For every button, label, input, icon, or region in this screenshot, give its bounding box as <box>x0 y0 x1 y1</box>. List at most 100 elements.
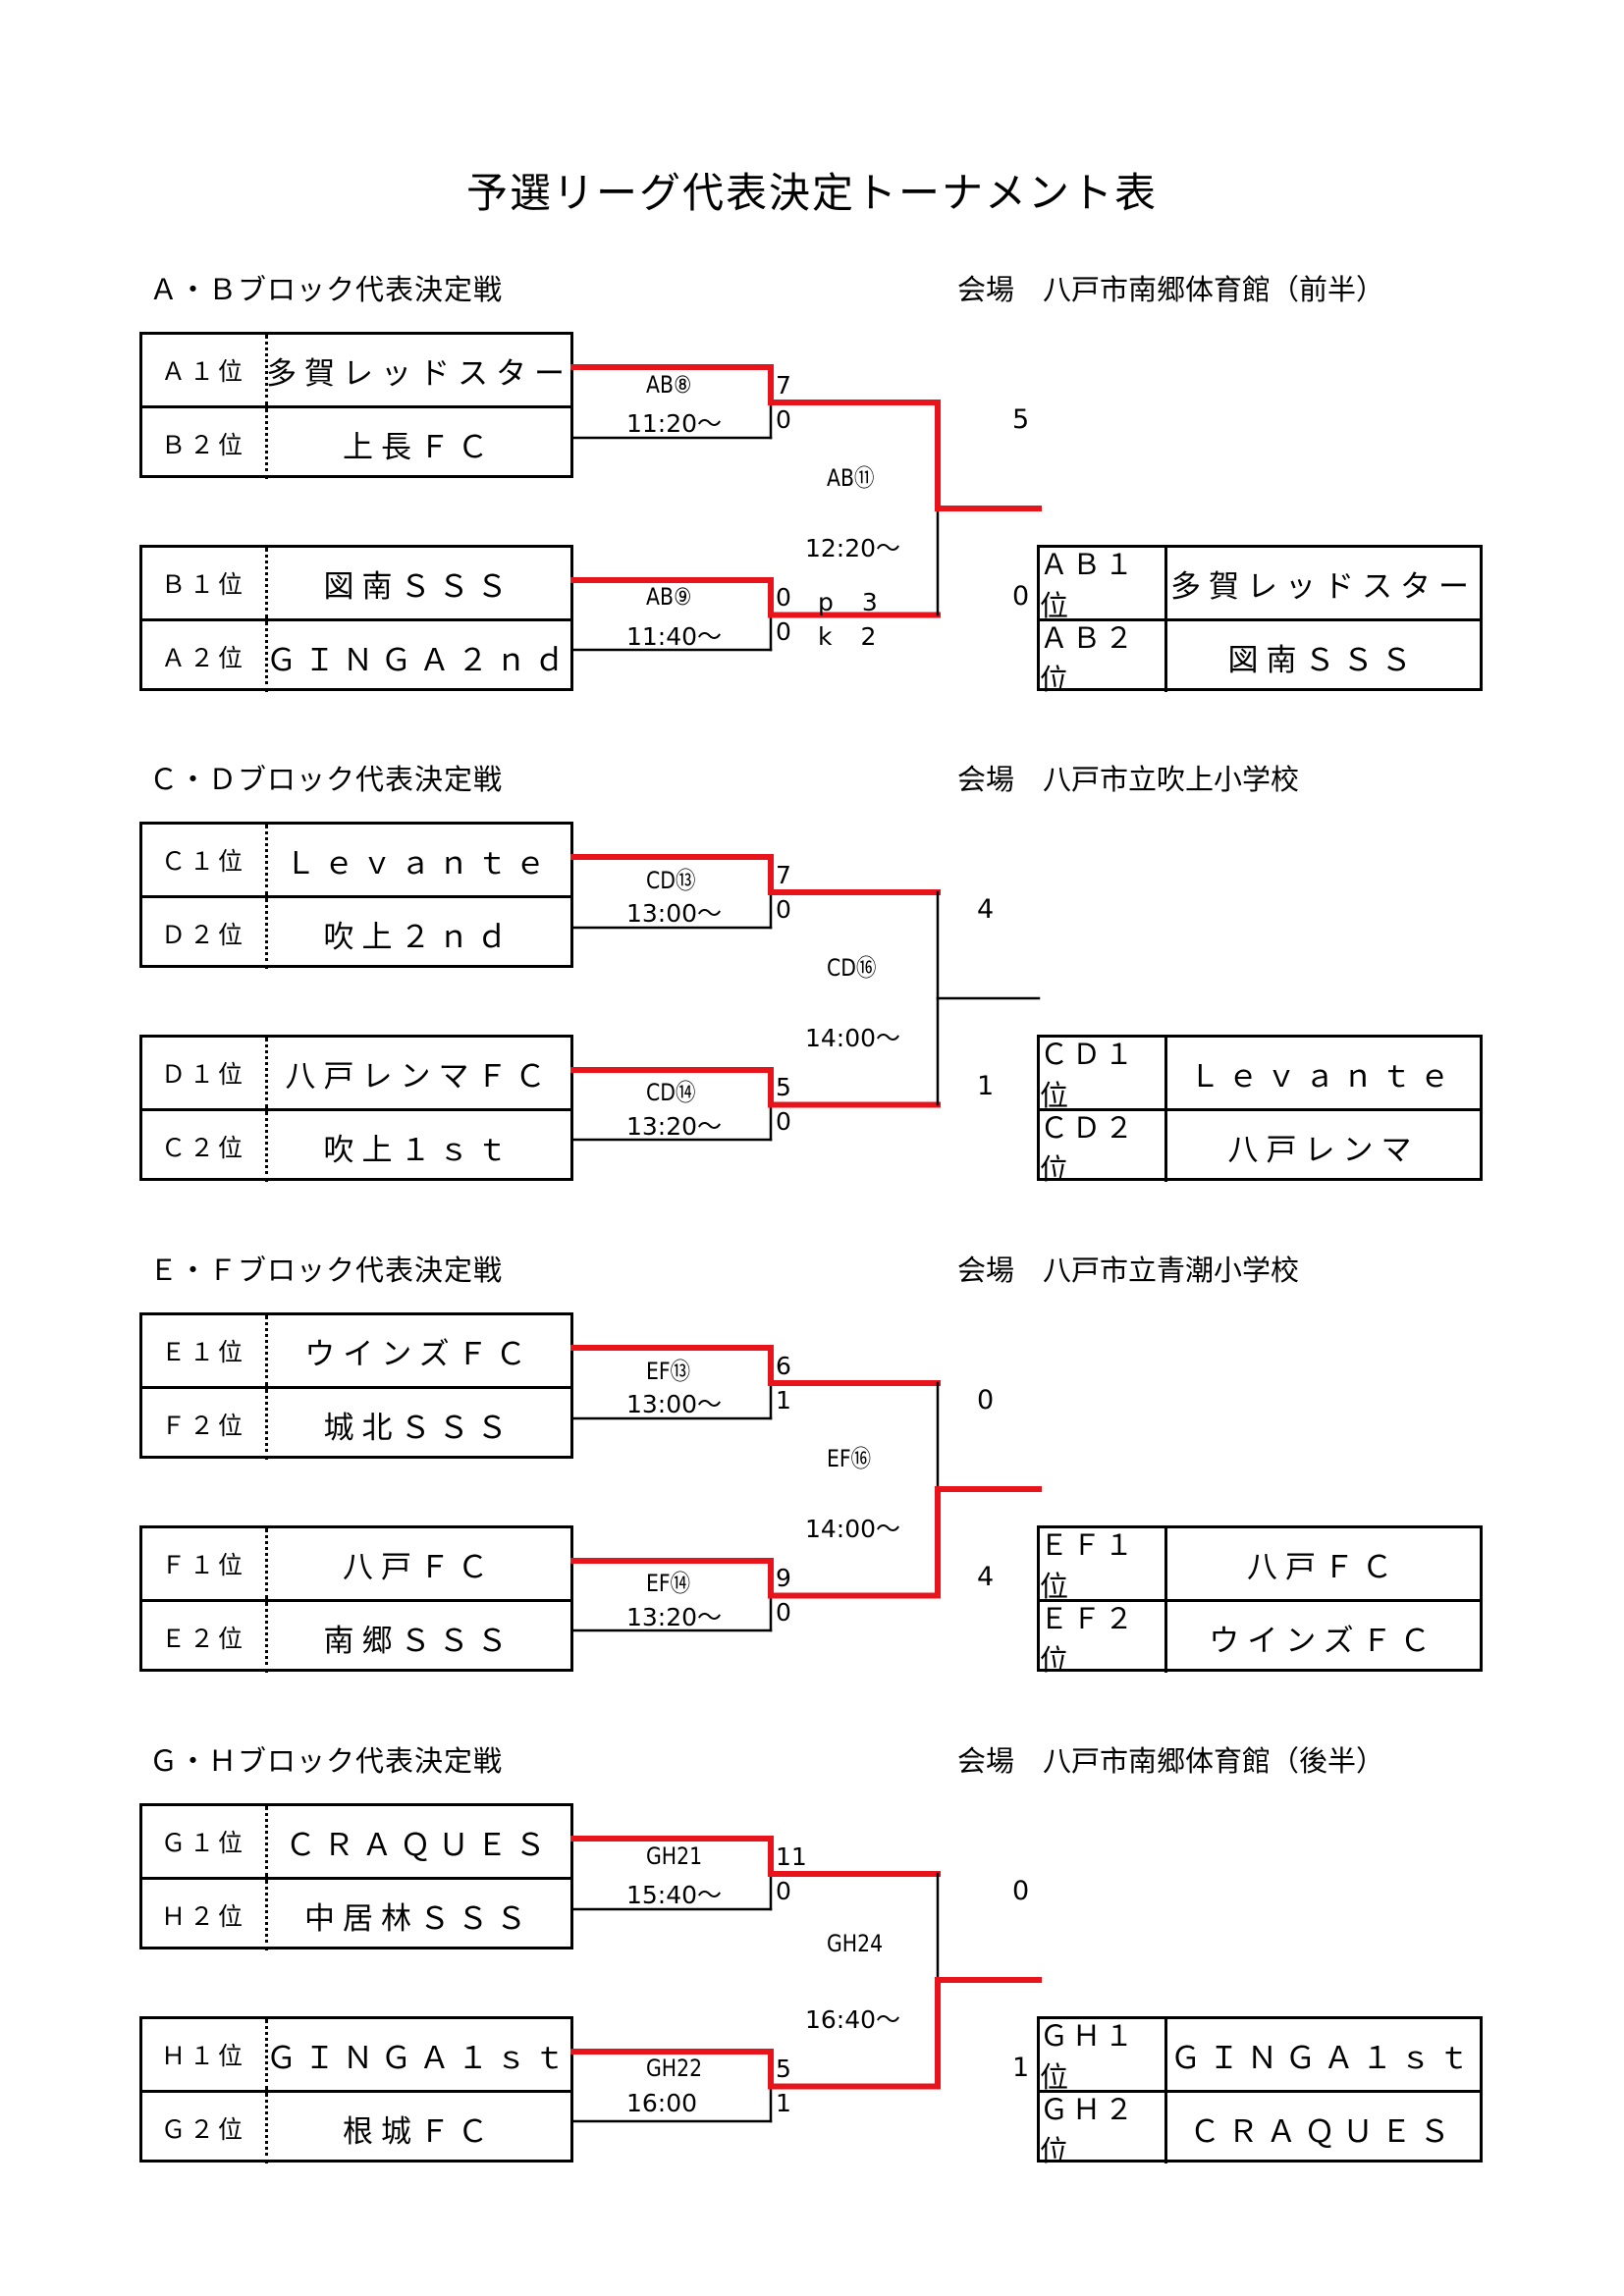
team-rank: Ｂ２位 <box>142 408 268 479</box>
team-row: Ａ１位多賀レッドスター <box>142 335 570 405</box>
score-top: 7 <box>776 371 791 400</box>
team-row: Ｆ２位 城北ＳＳＳ <box>142 1386 570 1460</box>
match-time: 16:00 <box>626 2089 698 2117</box>
venue-label: 会場 八戸市南郷体育館（前半） <box>957 273 1385 306</box>
team-row: Ｃ２位 吹上１ｓｔ <box>142 1108 570 1182</box>
pk-bottom: k 2 <box>818 622 879 651</box>
team-table: Ｆ１位 八戸ＦＣ Ｅ２位 南郷ＳＳＳ <box>139 1525 573 1673</box>
final-score-bottom: 1 <box>977 1071 995 1101</box>
match-time: 11:40～ <box>626 622 723 651</box>
team-row: Ｃ１位 Ｌｅｖａｎｔｅ <box>142 825 570 895</box>
winner-row: ＡＢ１位多賀レッドスター <box>1040 548 1480 622</box>
team-rank: Ｄ１位 <box>142 1038 268 1108</box>
winner-rank: ＥＦ１位 <box>1040 1528 1167 1603</box>
final-time: 16:40～ <box>805 2005 901 2034</box>
bracket-lines <box>570 854 1041 1142</box>
team-row: Ｂ２位 上長ＦＣ <box>142 405 570 479</box>
team-name: 中居林ＳＳＳ <box>304 1900 534 1937</box>
winner-name: 多賀レッドスター <box>1170 568 1477 605</box>
winner-name: ＧＩＮＧＡ１ｓｔ <box>1170 2040 1477 2076</box>
final-score-top: 4 <box>977 894 995 925</box>
winner-name: 八戸レンマ <box>1227 1132 1420 1168</box>
match-code: EF⑬ <box>646 1358 691 1385</box>
team-rank: Ｆ１位 <box>142 1528 268 1599</box>
score-bottom: 0 <box>776 617 791 646</box>
final-score-bottom: 1 <box>1012 2053 1030 2083</box>
team-name: 吹上１ｓｔ <box>323 1132 515 1168</box>
final-score-bottom: 4 <box>977 1562 995 1592</box>
team-row: Ｅ１位ウインズＦＣ <box>142 1315 570 1386</box>
winner-rank: ＥＦ２位 <box>1040 1602 1167 1677</box>
team-row: Ｇ２位根城ＦＣ <box>142 2090 570 2163</box>
score-bottom: 0 <box>776 1107 791 1136</box>
venue-label: 会場 八戸市南郷体育館（後半） <box>957 1744 1385 1778</box>
team-rank: Ｆ２位 <box>142 1389 268 1460</box>
final-score-bottom: 0 <box>1012 581 1030 612</box>
team-name: 南郷ＳＳＳ <box>323 1623 515 1659</box>
team-rank: Ａ２位 <box>142 621 268 692</box>
match-time: 15:40～ <box>626 1881 723 1909</box>
venue-label: 会場 八戸市立吹上小学校 <box>957 763 1300 796</box>
team-rank: Ｃ１位 <box>142 825 268 895</box>
team-rank: Ｅ２位 <box>142 1602 268 1673</box>
pk-top: p 3 <box>818 588 880 616</box>
winner-row: ＣＤ１位 Ｌｅｖａｎｔｅ <box>1040 1038 1480 1112</box>
score-bottom: 0 <box>776 1877 791 1905</box>
team-name: 根城ＦＣ <box>343 2113 496 2150</box>
team-name: ＣＲＡＱＵＥＳ <box>285 1827 554 1863</box>
team-rank: Ｂ１位 <box>142 548 268 618</box>
venue-label: 会場 八戸市立青潮小学校 <box>957 1254 1300 1287</box>
winner-rank: ＣＤ１位 <box>1040 1038 1167 1112</box>
winner-row: ＡＢ２位図南ＳＳＳ <box>1040 618 1480 696</box>
match-code: CD⑬ <box>646 867 696 894</box>
score-bottom: 0 <box>776 1598 791 1627</box>
winner-name: ＣＲＡＱＵＥＳ <box>1189 2113 1458 2150</box>
section-title: Ｅ・Ｆブロック代表決定戦 <box>149 1254 504 1287</box>
final-score-top: 0 <box>1012 1876 1030 1906</box>
team-row: Ｅ２位 南郷ＳＳＳ <box>142 1599 570 1673</box>
team-name: 八戸ＦＣ <box>343 1549 496 1585</box>
final-score-top: 5 <box>1012 404 1030 435</box>
team-name: 吹上２ｎｄ <box>323 919 515 955</box>
bracket-lines <box>570 1836 1042 2123</box>
final-code: GH24 <box>827 1930 884 1957</box>
winner-name: Ｌｅｖａｎｔｅ <box>1189 1058 1458 1095</box>
team-name: 上長ＦＣ <box>343 429 496 465</box>
score-bottom: 0 <box>776 895 791 924</box>
score-bottom: 1 <box>776 1386 791 1415</box>
match-time: 11:20～ <box>626 409 723 438</box>
match-time: 13:20～ <box>626 1603 723 1631</box>
match-code: EF⑭ <box>646 1570 691 1597</box>
team-rank: Ａ１位 <box>142 335 268 405</box>
team-name: 城北ＳＳＳ <box>323 1410 515 1446</box>
match-code: AB⑨ <box>646 583 692 611</box>
page-title: 予選リーグ代表決定トーナメント表 <box>465 169 1158 217</box>
score-top: 7 <box>776 861 791 889</box>
winner-rank: ＡＢ１位 <box>1040 548 1167 622</box>
winner-rank: ＡＢ２位 <box>1040 621 1167 696</box>
team-row: Ｄ１位八戸レンマＦＣ <box>142 1038 570 1108</box>
team-name: ＧＩＮＧＡ２ｎｄ <box>266 642 572 678</box>
score-top: 6 <box>776 1352 791 1380</box>
team-name: Ｌｅｖａｎｔｅ <box>285 845 554 881</box>
team-rank: Ｃ２位 <box>142 1111 268 1182</box>
team-row: Ｄ２位 吹上２ｎｄ <box>142 895 570 969</box>
team-rank: Ｄ２位 <box>142 898 268 969</box>
score-bottom: 1 <box>776 2089 791 2117</box>
match-code: GH21 <box>646 1842 703 1870</box>
team-row: Ｆ１位 八戸ＦＣ <box>142 1528 570 1599</box>
team-rank: Ｈ２位 <box>142 1880 268 1950</box>
winner-name: 八戸ＦＣ <box>1247 1549 1400 1585</box>
winner-row: ＥＦ１位 八戸ＦＣ <box>1040 1528 1480 1603</box>
